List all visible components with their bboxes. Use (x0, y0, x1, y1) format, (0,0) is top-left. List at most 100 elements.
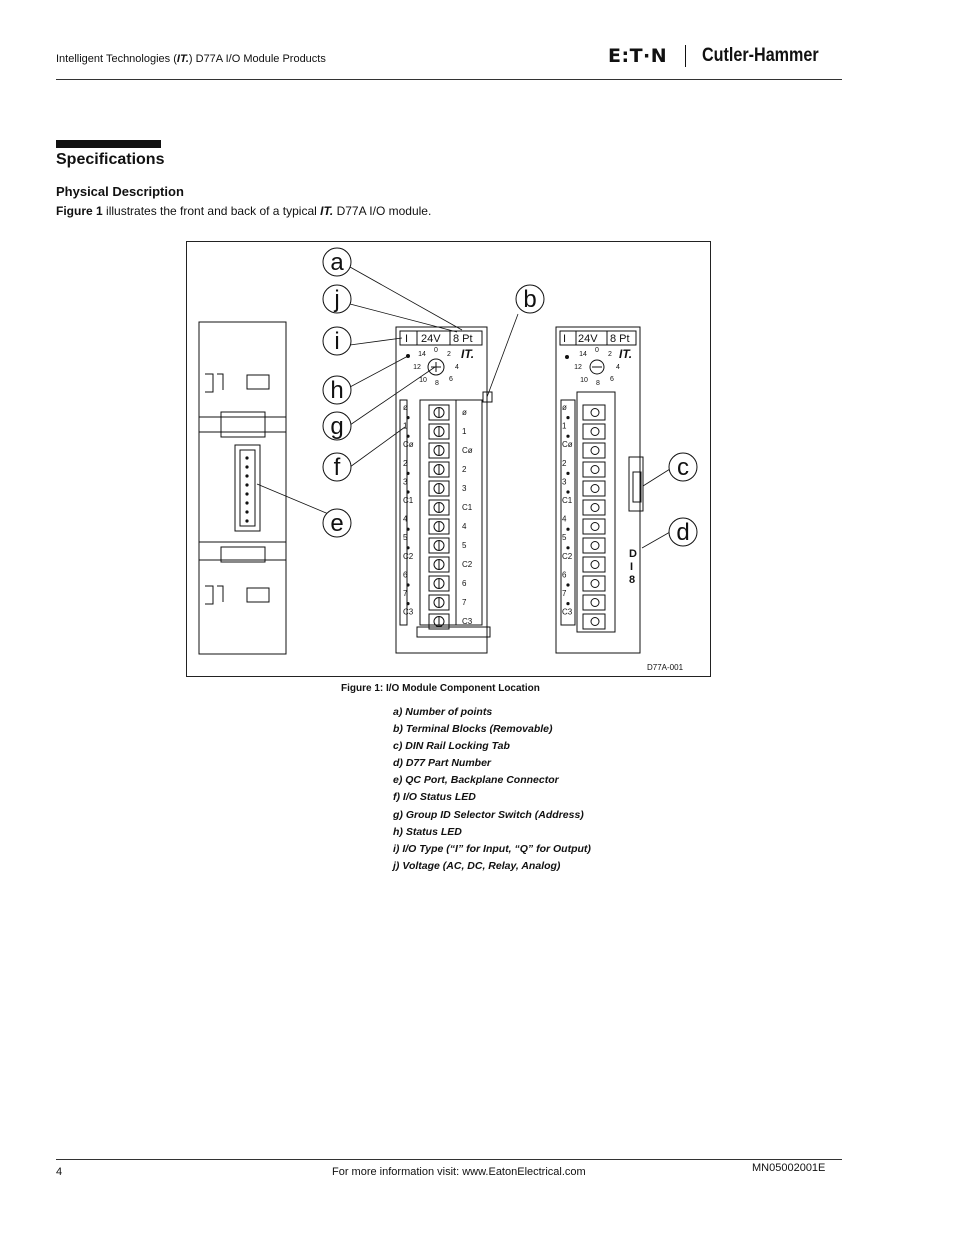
led-label: ø (403, 403, 408, 412)
legend-item: f) I/O Status LED (393, 791, 476, 804)
legend-item: i) I/O Type (“I” for Input, “Q” for Outp… (393, 842, 591, 855)
legend-item: j) Voltage (AC, DC, Relay, Analog) (393, 859, 561, 872)
component-legend: a) Number of points b) Terminal Blocks (… (393, 704, 591, 875)
intro-paragraph: Figure 1 illustrates the front and back … (56, 204, 432, 218)
legend-item: b) Terminal Blocks (Removable) (393, 723, 553, 736)
led-label-side: ø (562, 403, 567, 412)
led-label-side: C1 (562, 496, 573, 505)
legend-item: c) DIN Rail Locking Tab (393, 740, 510, 753)
io-status-led-side (566, 434, 570, 438)
switch-label: 12 (413, 364, 421, 371)
led-label-side: 1 (562, 422, 567, 431)
legend-item: e) QC Port, Backplane Connector (393, 774, 559, 787)
terminal-block-side (582, 404, 606, 421)
part-number-i: I (630, 561, 633, 573)
legend-item: a) Number of points (393, 706, 493, 718)
led-label-side: 7 (562, 589, 567, 598)
terminal-block-side (582, 518, 606, 535)
terminal-label: 7 (462, 598, 467, 607)
terminal-block-side (582, 613, 606, 630)
io-status-led (406, 416, 410, 420)
io-status-led (406, 583, 410, 587)
io-status-led-side (566, 471, 570, 475)
terminal-block-side (582, 442, 606, 459)
terminal-screw (428, 537, 450, 554)
module-back-view (198, 321, 287, 655)
io-status-led-side (566, 527, 570, 531)
callout-letter: c (677, 454, 689, 481)
legend-item: h) Status LED (393, 825, 462, 838)
switch-label: 10 (419, 377, 427, 384)
io-status-led-side (566, 490, 570, 494)
terminal-label: 1 (462, 427, 467, 436)
module-front-view (395, 326, 493, 654)
switch-label-side: 2 (608, 351, 612, 358)
switch-label-side: 12 (574, 364, 582, 371)
io-status-led (406, 490, 410, 494)
terminal-screw (428, 461, 450, 478)
callout-letter: e (330, 510, 343, 537)
terminal-block-side (582, 575, 606, 592)
led-label-side: C2 (562, 552, 573, 561)
led-label: 6 (403, 570, 408, 579)
points-label-side: 8 Pt (610, 333, 630, 345)
terminal-screw (428, 404, 450, 421)
led-label-side: Cø (562, 440, 573, 449)
callout-a: a (322, 247, 352, 277)
voltage-label-side: 24V (578, 333, 598, 345)
led-label-side: 2 (562, 459, 567, 468)
led-label-side: 4 (562, 515, 567, 524)
io-status-led (406, 546, 410, 550)
callout-letter: f (334, 454, 341, 481)
callout-c: c (668, 452, 698, 482)
legend-item: g) Group ID Selector Switch (Address) (393, 808, 584, 821)
io-status-led-side (566, 416, 570, 420)
led-label: 3 (403, 477, 408, 486)
points-label: 8 Pt (453, 333, 473, 345)
terminal-block-side (582, 461, 606, 478)
callout-d: d (668, 517, 698, 547)
section-title: Specifications (56, 151, 165, 168)
footer-info: For more information visit: www.EatonEle… (332, 1166, 586, 1178)
terminal-block-side (582, 423, 606, 440)
terminal-label: 3 (462, 484, 467, 493)
led-label: 4 (403, 515, 408, 524)
terminal-label: 4 (462, 522, 467, 531)
figure-caption: Figure 1: I/O Module Component Location (341, 683, 540, 694)
led-label-side: 6 (562, 570, 567, 579)
terminal-block-side (582, 537, 606, 554)
callout-i: i (322, 326, 352, 356)
callout-letter: g (330, 413, 343, 440)
led-label: C2 (403, 552, 414, 561)
switch-label-side: 6 (610, 376, 614, 383)
switch-label: 4 (455, 364, 459, 371)
terminal-screw (428, 499, 450, 516)
terminal-screw (428, 480, 450, 497)
voltage-label: 24V (421, 333, 441, 345)
terminal-label: 2 (462, 465, 467, 474)
part-number-d: D (629, 548, 637, 560)
led-label: 1 (403, 422, 408, 431)
terminal-label: C1 (462, 503, 473, 512)
cutler-hammer-logo: Cutler-Hammer (702, 45, 819, 66)
switch-label-side: 10 (580, 377, 588, 384)
io-status-led-side (566, 602, 570, 606)
switch-label: 6 (449, 376, 453, 383)
figure-frame: I 24V 8 Pt I 24V 8 Pt IT. IT. D I 8 D77A… (186, 241, 711, 677)
legend-item: d) D77 Part Number (393, 757, 492, 770)
page-number: 4 (56, 1166, 63, 1178)
terminal-block-side (582, 480, 606, 497)
header-title: Intelligent Technologies (IT.) D77A I/O … (56, 53, 326, 65)
drawing-id: D77A-001 (647, 663, 684, 672)
subsection-title: Physical Description (56, 184, 184, 199)
switch-label-side: 4 (616, 364, 620, 371)
led-label: C1 (403, 496, 414, 505)
header-rule (56, 79, 842, 80)
terminal-screw (428, 423, 450, 440)
terminal-block-side (582, 556, 606, 573)
led-label: 5 (403, 533, 408, 542)
led-label: 7 (403, 589, 408, 598)
switch-label: 2 (447, 351, 451, 358)
io-status-led-side (566, 583, 570, 587)
led-label: 2 (403, 459, 408, 468)
